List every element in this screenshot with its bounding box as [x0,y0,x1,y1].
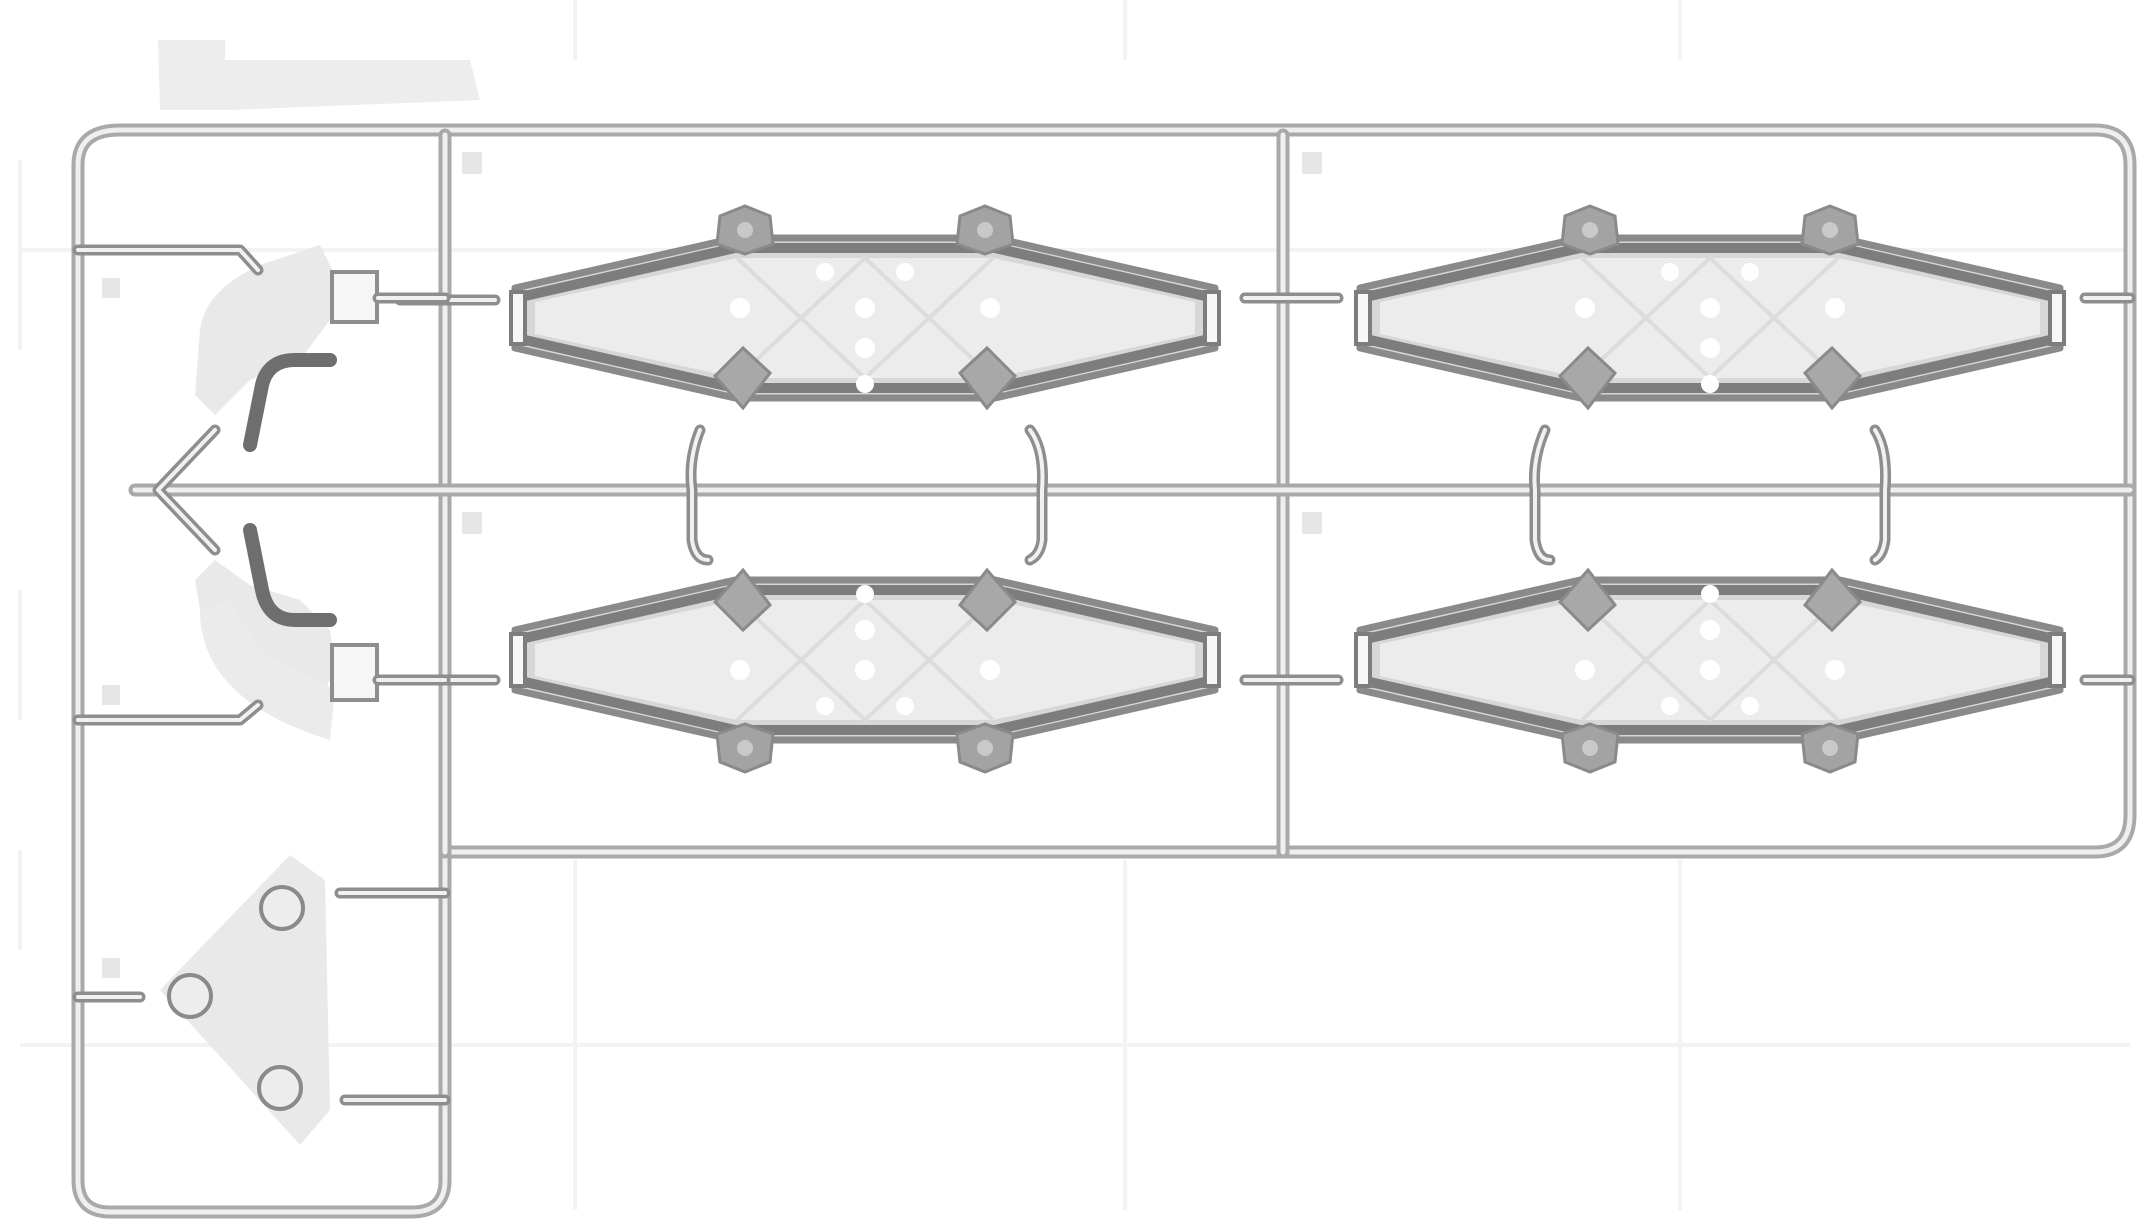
bracket-part-lower [72,523,451,740]
bracket-part-upper [72,244,451,452]
locator-marks [102,152,1322,978]
sprue-cell-top-left [394,206,1296,408]
chevron-gates [152,424,221,556]
sprue-frame [71,123,2137,1219]
sprue-tag-ghost [158,40,480,110]
sprue-cell-bottom-left [394,570,1296,772]
connector-gates [685,424,1891,566]
sprue-cell-top-right [1239,206,2136,408]
triangular-plate-part [72,855,451,1145]
sprue-cell-bottom-right [1239,570,2136,772]
